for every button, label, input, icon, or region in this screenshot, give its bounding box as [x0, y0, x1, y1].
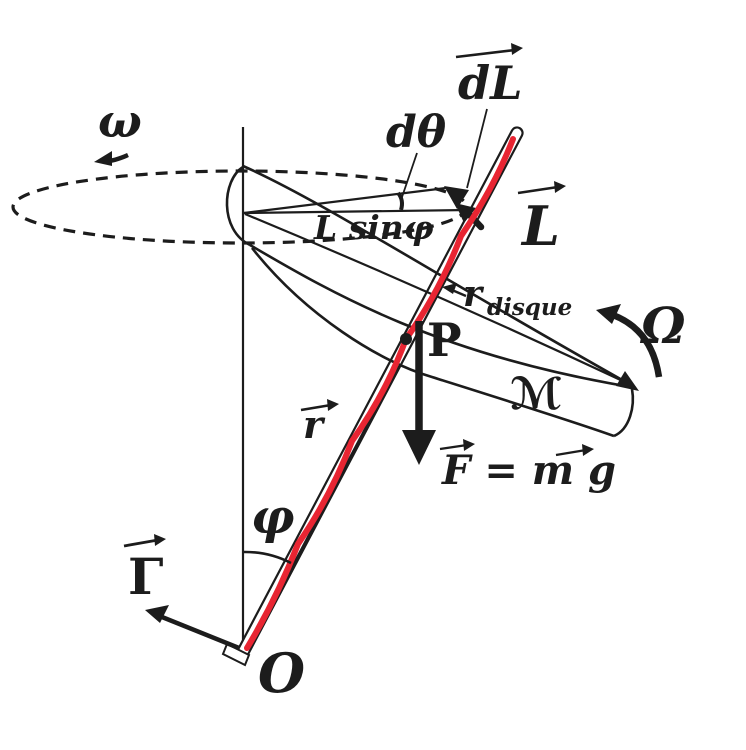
f-over-arrowhead-icon [463, 439, 475, 451]
omega-label: ω [98, 94, 142, 148]
torque-arrow-shaft [156, 612, 240, 651]
r-disque-arrowhead-icon [442, 283, 457, 294]
l-sin-phi-label: L sinφ [313, 208, 434, 247]
disk-bottom-silhouette [250, 247, 615, 438]
gamma-over-arrowhead-icon [154, 534, 166, 546]
r-disque-arrow-shaft [451, 288, 467, 298]
l-vector-label: L [520, 194, 560, 258]
dl-over-arrow [455, 48, 516, 59]
disk-mass-label: ℳ [510, 369, 562, 420]
disk-lower-edge [249, 243, 632, 389]
disk-right-cap [613, 388, 635, 438]
g-over-arrow [555, 448, 587, 457]
disk-left-cap [225, 165, 251, 247]
point-p-label: P [427, 313, 462, 367]
spin-arrow-shaft [611, 311, 663, 378]
d-theta-leader-line [400, 152, 418, 201]
origin-label: O [258, 641, 305, 705]
disk-top-edge [242, 164, 632, 387]
point-p-dot [400, 333, 412, 345]
r-over-arrowhead-icon [327, 399, 339, 411]
dl-arrow-chevron-icon [455, 203, 476, 223]
l-over-arrowhead-icon [554, 181, 566, 193]
g-over-arrowhead-icon [582, 444, 594, 456]
r-disque-subscript: disque [487, 294, 572, 321]
disk-radius-line [244, 212, 630, 385]
omega-spin-label: Ω [639, 296, 686, 355]
phi-angle-arc [243, 550, 292, 565]
gamma-torque-label: Γ [128, 547, 164, 606]
omega-direction-arrowhead-icon [94, 151, 112, 166]
d-theta-label: dθ [386, 107, 447, 158]
l-over-arrow [517, 185, 559, 195]
r-vector-label: r [303, 402, 326, 447]
force-arrowhead-icon [402, 430, 436, 465]
l-sin-phi-line [243, 208, 469, 215]
d-theta-angle-tick [396, 191, 404, 211]
dl-vector-label: dL [458, 56, 523, 110]
gamma-over-arrow [123, 538, 159, 548]
torque-arrowhead-icon [145, 605, 169, 623]
force-equation-label: F = m g [441, 447, 616, 494]
f-over-arrow [439, 443, 468, 451]
dl-leader-line [466, 108, 488, 189]
dl-arrowhead-icon [444, 186, 469, 209]
l-sin-phi-line-displaced [243, 186, 447, 215]
over-arrows [123, 43, 594, 548]
dl-over-arrowhead-icon [511, 43, 523, 55]
rod-highlight-stripe [244, 136, 516, 651]
r-over-arrow [300, 403, 332, 412]
r-disque-label: r [463, 273, 485, 315]
phi-angle-label: φ [251, 489, 294, 545]
disk-spin-arrowhead-icon [616, 371, 639, 391]
spin-arrowhead-icon [596, 304, 621, 324]
rod-end-cap [221, 642, 251, 667]
